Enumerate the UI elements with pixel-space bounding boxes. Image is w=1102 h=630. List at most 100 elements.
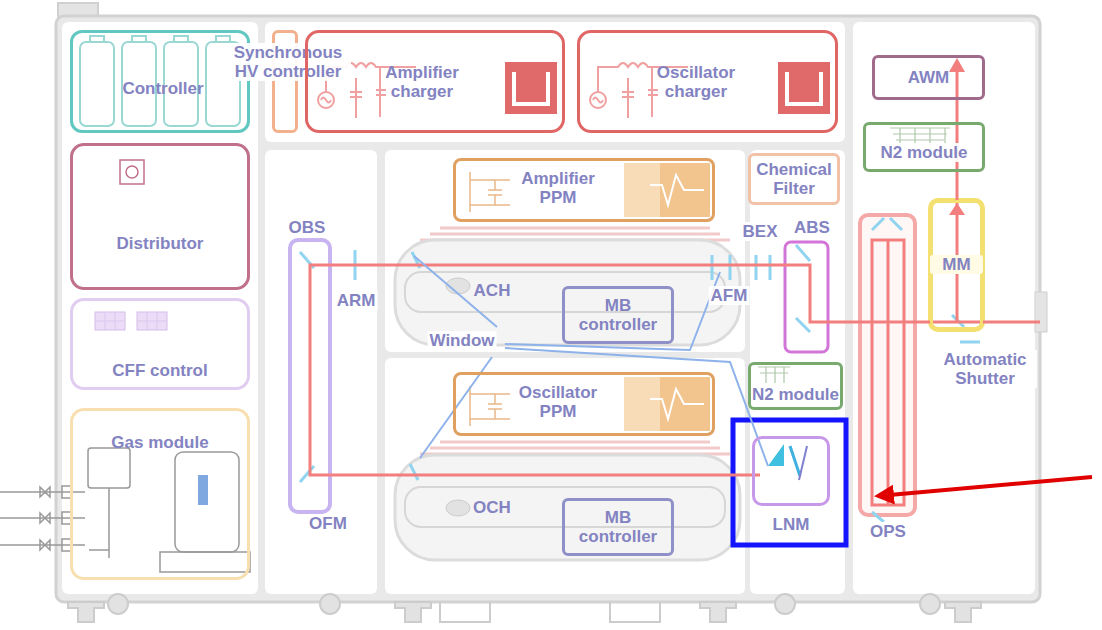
illustration-part xyxy=(318,63,688,118)
illustration-part xyxy=(160,552,250,572)
illustration-part xyxy=(622,67,658,118)
node-label: MB controller xyxy=(565,508,671,546)
illustration-part xyxy=(514,72,548,104)
illustration-part xyxy=(750,150,845,594)
illustration-part xyxy=(90,36,104,42)
illustration-part xyxy=(768,444,784,466)
node-label: Controller xyxy=(73,79,253,98)
part-label: OFM xyxy=(307,514,349,533)
illustration-part xyxy=(420,228,730,240)
illustration-part xyxy=(89,488,109,558)
illustration-part xyxy=(624,377,660,431)
illustration-part xyxy=(132,36,146,42)
node-label: Gas module xyxy=(73,433,247,452)
illustration-part xyxy=(949,58,965,72)
n2-module-box: N2 module xyxy=(863,122,985,172)
gas-module-box: Gas module xyxy=(70,408,250,580)
illustration-part xyxy=(120,160,144,184)
part-label: Window xyxy=(428,331,497,350)
illustration-part xyxy=(321,98,331,103)
node-label: LNM xyxy=(752,515,830,534)
illustration-part xyxy=(787,72,821,104)
illustration-part xyxy=(860,215,915,515)
illustration-part xyxy=(440,602,490,622)
part-label: OCH xyxy=(471,498,513,517)
illustration-part xyxy=(395,240,740,345)
illustration-part xyxy=(95,312,167,330)
node-label: Chemical Filter xyxy=(751,160,837,198)
illustration-part xyxy=(733,420,846,545)
part-label: AFM xyxy=(709,286,750,305)
illustration-part xyxy=(95,312,167,330)
illustration-part xyxy=(920,594,940,614)
n2-module-box: N2 module xyxy=(748,362,843,410)
node-label: Amplifier PPM xyxy=(506,169,610,207)
lnm-box: LNM xyxy=(752,436,830,506)
ppm-box: Amplifier PPM xyxy=(453,158,715,222)
illustration-part xyxy=(405,272,725,312)
node-label: N2 module xyxy=(866,143,982,162)
illustration-part xyxy=(198,475,208,505)
charger-box: Amplifier charger xyxy=(305,30,565,133)
illustration-part xyxy=(420,442,730,454)
illustration-part xyxy=(80,42,114,126)
illustration-part xyxy=(265,150,377,594)
node-label: Amplifier charger xyxy=(370,63,474,101)
illustration-part xyxy=(624,377,710,431)
filter-box: Chemical Filter xyxy=(748,153,840,205)
illustration-part xyxy=(88,448,130,488)
illustration-part xyxy=(350,67,386,118)
illustration-part xyxy=(790,446,800,476)
illustration-part xyxy=(174,36,188,42)
distributor-box: Distributor xyxy=(70,143,250,290)
part-label: ACH xyxy=(472,281,513,300)
illustration-part xyxy=(872,240,904,505)
part-label: ABS xyxy=(792,218,832,237)
mirror-module-box: MM xyxy=(930,200,983,330)
illustration-part xyxy=(775,594,795,614)
illustration-part xyxy=(853,22,1035,594)
illustration-part xyxy=(956,68,959,322)
illustration-part xyxy=(590,92,606,108)
illustration-part xyxy=(650,175,704,205)
illustration-part xyxy=(395,455,740,560)
illustration-part xyxy=(385,150,745,352)
illustration-part xyxy=(40,487,50,550)
illustration-part xyxy=(405,487,725,527)
illustration-part xyxy=(216,36,230,42)
illustration-part xyxy=(778,62,830,114)
illustration-part xyxy=(395,602,431,622)
node-label: Oscillator charger xyxy=(642,63,750,101)
illustration-part xyxy=(68,594,981,622)
illustration-part xyxy=(1035,292,1047,332)
illustration-part xyxy=(624,163,710,217)
part-label: ARM xyxy=(335,291,378,310)
illustration-part xyxy=(95,312,167,330)
illustration-part xyxy=(62,22,258,594)
illustration-part xyxy=(265,22,845,142)
illustration-part xyxy=(0,448,250,572)
part-label: BEX xyxy=(741,222,780,241)
illustration-part xyxy=(320,594,340,614)
illustration-part xyxy=(310,68,1040,505)
node-label: MB controller xyxy=(565,296,671,334)
part-label: Automatic Shutter xyxy=(933,350,1037,388)
node-label: N2 module xyxy=(751,385,840,404)
illustration-part xyxy=(505,272,720,350)
part-label: OPS xyxy=(868,522,908,541)
node-label: MM xyxy=(930,255,983,274)
illustration-part xyxy=(887,240,890,505)
illustration-part xyxy=(505,348,768,466)
node-label: Oscillator PPM xyxy=(506,383,610,421)
illustration-part xyxy=(446,500,470,516)
illustration-part xyxy=(700,602,736,622)
part-label: OBS xyxy=(287,218,328,237)
illustration-part xyxy=(318,92,334,108)
illustration-part xyxy=(610,602,660,622)
node-label: Synchronous HV controller xyxy=(225,43,351,81)
illustration-part xyxy=(593,98,603,103)
illustration-part xyxy=(945,602,981,622)
illustration-part xyxy=(650,389,704,419)
controller-box: Controller xyxy=(70,30,250,133)
